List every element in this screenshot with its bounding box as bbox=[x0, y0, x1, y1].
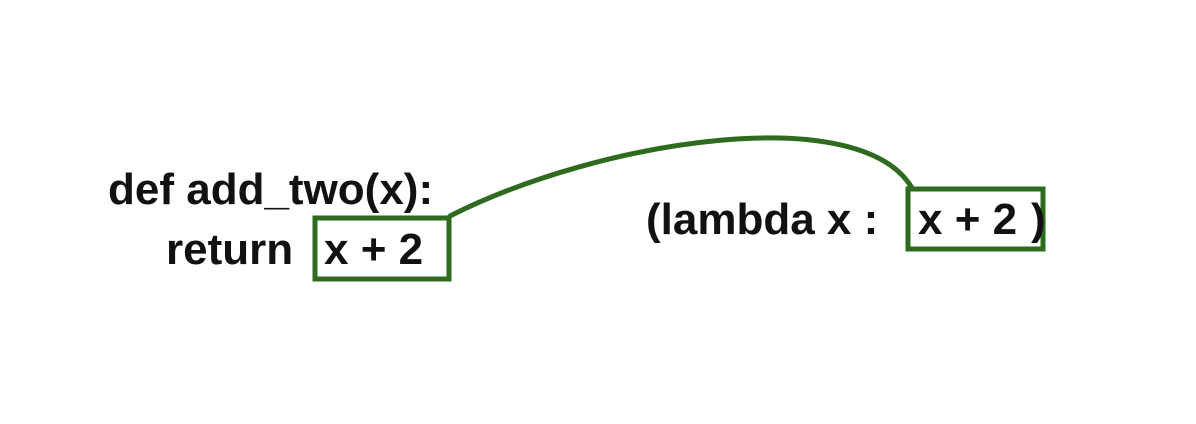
lambda-expr-box bbox=[905, 186, 1046, 252]
lambda-prefix: (lambda x : bbox=[646, 195, 878, 244]
def-expr-box bbox=[312, 215, 452, 282]
return-keyword: return bbox=[166, 225, 293, 274]
def-line: def add_two(x): bbox=[108, 165, 433, 214]
lambda-expr: x + 2 bbox=[918, 195, 1017, 244]
connector-curve bbox=[447, 135, 915, 219]
def-expr: x + 2 bbox=[324, 225, 423, 274]
lambda-suffix: ) bbox=[1031, 195, 1046, 244]
